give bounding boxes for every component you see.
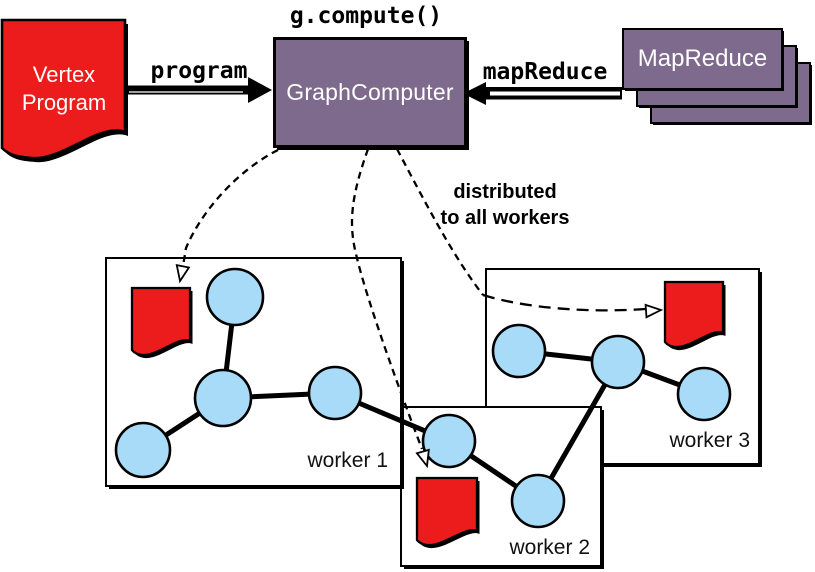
map-reduce-box-front: MapReduce	[622, 28, 783, 90]
distributed-line2: to all workers	[440, 207, 570, 229]
worker-1-doc-icon	[130, 286, 193, 359]
vertex-circle	[590, 334, 646, 390]
map-reduce-arrow	[463, 82, 622, 105]
distribution-arrows	[181, 148, 646, 450]
worker-3-label: worker 3	[669, 429, 750, 452]
hollow-arrowheads	[175, 263, 664, 469]
worker-1-label: worker 1	[307, 449, 388, 472]
program-arrow-label: program	[150, 58, 248, 84]
arrowhead-icon	[644, 303, 664, 319]
graph-computer-box: GraphComputer	[273, 37, 467, 148]
worker-3-doc-icon	[663, 280, 726, 351]
vertex-program-label: Vertex Program	[22, 61, 106, 117]
document-icon	[415, 476, 479, 547]
map-reduce-arrow-label: mapReduce	[482, 59, 608, 85]
vertex-circle	[510, 473, 566, 529]
vertex-circle	[307, 365, 363, 421]
vertex-program-line2: Program	[21, 90, 107, 115]
vertex-program-doc-icon	[0, 18, 128, 163]
distributed-annotation: distributed to all workers	[441, 179, 570, 231]
arrowhead-icon	[415, 448, 430, 469]
vertex-circle	[491, 323, 547, 379]
dashed-arrow-to-worker1	[181, 148, 279, 267]
arrow-highlight	[490, 91, 620, 96]
document-icon	[0, 18, 127, 160]
map-reduce-label: MapReduce	[637, 45, 768, 72]
vertex-circle	[205, 267, 265, 327]
vertex-circle	[193, 368, 253, 428]
graph-computer-label: GraphComputer	[286, 79, 454, 105]
arrow-icon	[125, 77, 272, 103]
method-call-label: g.compute()	[289, 3, 443, 29]
vertex-circle	[676, 366, 732, 422]
vertex-circle	[421, 413, 477, 469]
arrowhead-icon	[175, 263, 191, 284]
worker-2-doc-icon	[415, 476, 480, 549]
worker-2-label: worker 2	[509, 536, 590, 559]
dashed-arrow-to-worker3-tail	[482, 293, 646, 312]
document-icon	[130, 286, 192, 357]
program-arrow	[125, 77, 272, 103]
vertex-program-line1: Vertex	[32, 62, 96, 87]
dashed-arrow-to-worker3	[395, 148, 484, 296]
distributed-line1: distributed	[453, 181, 557, 203]
document-icon	[663, 280, 725, 349]
graph-vertices	[114, 267, 732, 529]
vertex-circle	[114, 421, 172, 479]
